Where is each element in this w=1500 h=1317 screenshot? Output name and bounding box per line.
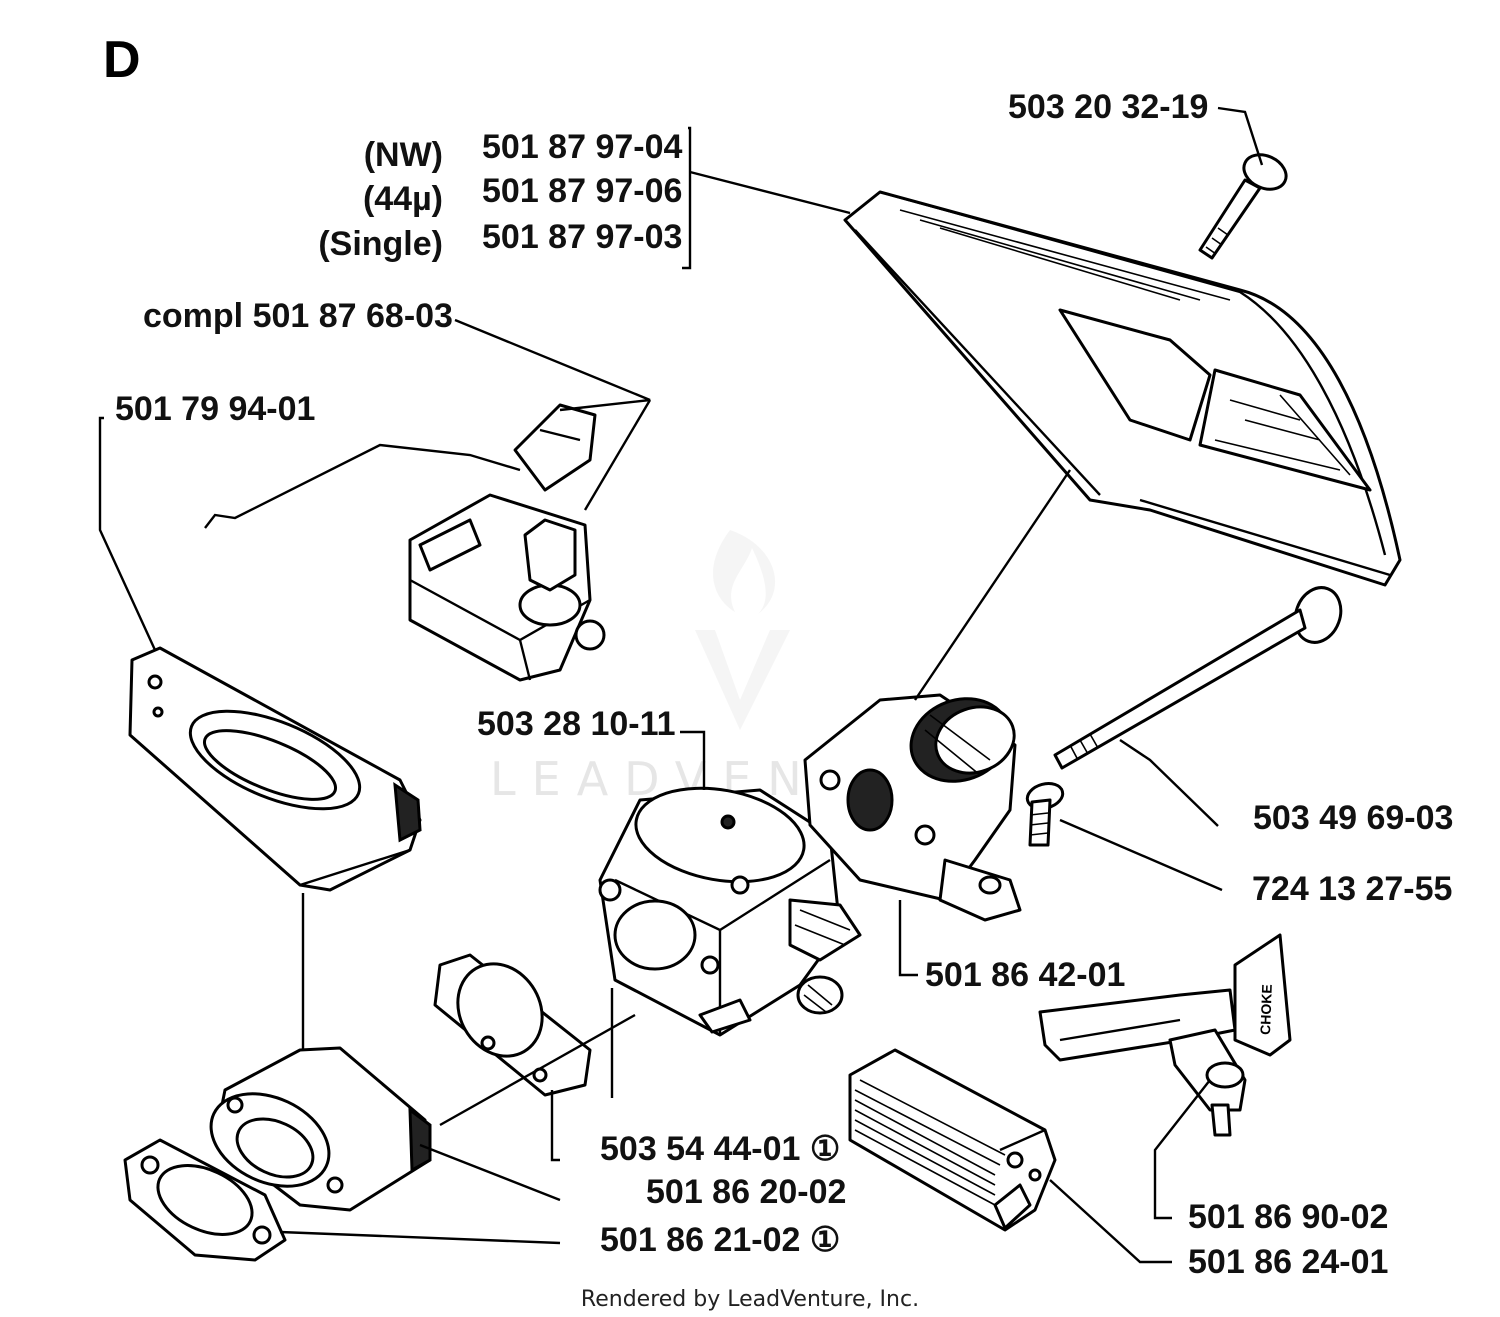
screw-top-part (1198, 153, 1288, 260)
air-filter-cover (843, 190, 1402, 587)
label-filter-single-part: 501 87 97-03 (482, 218, 682, 256)
flange-gasket-part (123, 1138, 287, 1262)
intake-block-part (209, 1046, 432, 1212)
leader-lines (98, 106, 1264, 1264)
footer-credit: Rendered by LeadVenture, Inc. (581, 1287, 919, 1312)
label-gasket-plate: 501 79 94-01 (115, 390, 315, 428)
section-letter: D (103, 31, 141, 89)
label-filter-single-tag: (Single) (318, 225, 443, 263)
label-gasket-a: 503 54 44-01 ① (600, 1130, 840, 1168)
label-carburetor: 503 28 10-11 (477, 705, 676, 743)
label-filter-nw-tag: (NW) (364, 136, 443, 174)
label-bolt-long: 503 49 69-03 (1253, 799, 1453, 837)
label-grip: 501 86 24-01 (1188, 1243, 1388, 1281)
screw-small-part (1025, 782, 1065, 847)
label-gasket-b: 501 86 20-02 (646, 1173, 846, 1211)
holder-part (803, 693, 1022, 922)
label-gasket-c: 501 86 21-02 ① (600, 1221, 840, 1259)
label-compl: compl 501 87 68-03 (143, 297, 453, 335)
label-screw-small: 724 13 27-55 (1252, 870, 1452, 908)
label-choke: 501 86 90-02 (1188, 1198, 1388, 1236)
label-holder: 501 86 42-01 (925, 956, 1125, 994)
label-filter-nw-part: 501 87 97-04 (482, 128, 682, 166)
gasket-plate-part (128, 646, 422, 892)
label-filter-44-tag: (44µ) (363, 180, 443, 218)
insulator-gasket-part (433, 953, 592, 1097)
choke-text: CHOKE (1257, 984, 1275, 1035)
carburetor-part (598, 786, 862, 1037)
choke-lever-part: CHOKE (1038, 933, 1292, 1137)
throttle-assembly (204, 403, 606, 682)
grip-part (848, 1048, 1057, 1232)
bolt-long-part (1053, 586, 1343, 770)
watermark-logo (695, 530, 790, 730)
label-filter-44-part: 501 87 97-06 (482, 172, 682, 210)
label-screw-top: 503 20 32-19 (1008, 88, 1208, 126)
